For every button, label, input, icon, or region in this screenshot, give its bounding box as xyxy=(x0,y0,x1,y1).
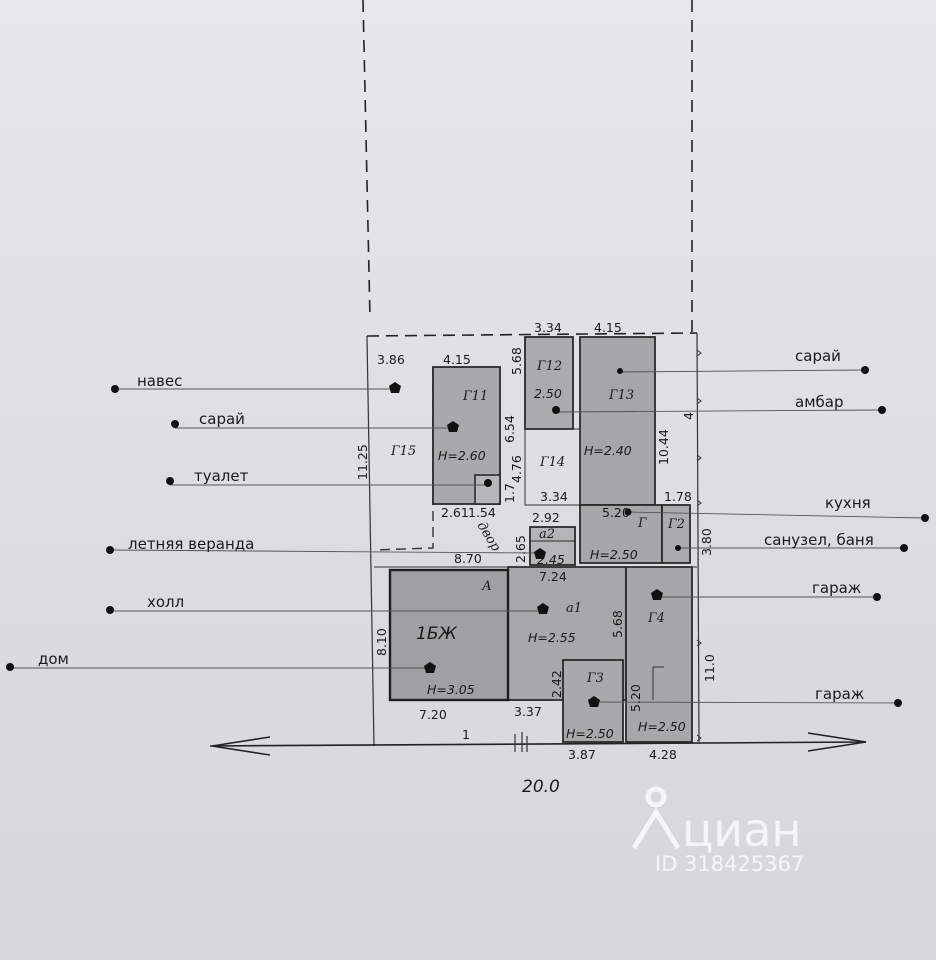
label-holl: холл xyxy=(147,593,184,611)
dim-724: 7.24 xyxy=(539,569,567,584)
dim-242: 2.42 xyxy=(549,670,564,698)
building-g12 xyxy=(524,336,574,430)
height-a2: 2.45 xyxy=(537,552,565,567)
label-tualet: туалет xyxy=(194,467,249,485)
axis-line xyxy=(209,741,867,747)
height-g: Н=2.50 xyxy=(590,547,638,562)
dim-380: 3.80 xyxy=(699,528,714,556)
lot-left-solid xyxy=(366,335,375,747)
code-g3: Г3 xyxy=(586,671,604,686)
label-sanuzel: санузел, баня xyxy=(764,531,874,549)
code-g15: Г15 xyxy=(390,444,416,459)
code-g12: Г12 xyxy=(536,359,562,374)
dim-520-top: 5.20 xyxy=(602,505,630,520)
dim-387: 3.87 xyxy=(568,747,596,762)
code-a: А xyxy=(481,579,492,594)
dim-4: 4 xyxy=(681,412,696,420)
code-a2: а2 xyxy=(539,527,555,542)
label-kuhnya: кухня xyxy=(825,494,871,512)
height-g3: Н=2.50 xyxy=(566,726,614,741)
dim-1: 1 xyxy=(462,727,470,742)
dim-568-top: 5.68 xyxy=(509,347,524,375)
leader-dots xyxy=(6,366,929,707)
dim-178: 1.78 xyxy=(664,489,692,504)
watermark-id: ID 318425367 xyxy=(655,852,804,876)
dim-337: 3.37 xyxy=(514,704,542,719)
kitchen-g xyxy=(579,504,663,564)
dim-870: 8.70 xyxy=(454,551,482,566)
code-g2: Г2 xyxy=(667,517,685,532)
label-garazh-1: гараж xyxy=(812,579,861,597)
dim-520: 5.20 xyxy=(628,684,643,712)
bath-g2 xyxy=(661,504,691,564)
toilet xyxy=(474,474,501,505)
label-ambar: амбар xyxy=(795,393,843,411)
dim-17: 1.7 xyxy=(502,483,517,503)
canopy-g15-outline xyxy=(373,367,434,551)
height-g4: Н=2.50 xyxy=(638,719,686,734)
label-dom: дом xyxy=(38,650,69,668)
label-garazh-2: гараж xyxy=(815,685,864,703)
label-saray-right: сарай xyxy=(795,347,841,365)
yard-g14 xyxy=(524,428,581,506)
dim-334-top: 3.34 xyxy=(534,320,562,335)
dim-334-mid: 3.34 xyxy=(540,489,568,504)
code-dvor: двор xyxy=(474,519,504,555)
cian-logo-icon xyxy=(631,786,681,850)
building-g13 xyxy=(579,336,656,506)
dim-total: 20.0 xyxy=(522,777,560,797)
cian-watermark: циан ID 318425367 xyxy=(631,786,804,876)
code-g: Г xyxy=(637,516,647,531)
code-g13: Г13 xyxy=(608,388,634,403)
dim-415: 4.15 xyxy=(443,352,471,367)
dim-720: 7.20 xyxy=(419,707,447,722)
dim-110: 11.0 xyxy=(702,654,717,682)
dim-292: 2.92 xyxy=(532,510,560,525)
height-g11: Н=2.60 xyxy=(438,448,486,463)
label-saray-left: сарай xyxy=(199,410,245,428)
dim-1125: 11.25 xyxy=(355,444,370,480)
dim-265: 2.65 xyxy=(513,535,528,563)
dim-428: 4.28 xyxy=(649,747,677,762)
dim-415-top: 4.15 xyxy=(594,320,622,335)
code-a1: а1 xyxy=(566,601,582,616)
lot-right-solid xyxy=(696,332,700,743)
height-a1: Н=2.55 xyxy=(528,630,576,645)
dim-568: 5.68 xyxy=(610,610,625,638)
height-bzh: Н=3.05 xyxy=(427,682,475,697)
code-g4: Г4 xyxy=(647,611,665,626)
dim-810: 8.10 xyxy=(374,628,389,656)
watermark-brand: циан xyxy=(682,803,801,857)
code-g14: Г14 xyxy=(539,455,565,470)
label-veranda: летняя веранда xyxy=(128,535,254,553)
lot-top-dashed xyxy=(366,332,698,337)
building-markers xyxy=(389,368,681,707)
leader-lines xyxy=(10,369,926,704)
lot-line-left xyxy=(362,0,371,319)
house-a xyxy=(388,568,510,702)
dim-654: 6.54 xyxy=(502,415,517,443)
dim-476: 4.76 xyxy=(509,455,524,483)
height-g13: Н=2.40 xyxy=(584,443,632,458)
height-g12: 2.50 xyxy=(534,386,562,401)
dim-1044: 10.44 xyxy=(656,429,671,465)
code-g11: Г11 xyxy=(462,389,488,404)
label-naves: навес xyxy=(137,372,182,390)
dim-154: 1.54 xyxy=(468,505,496,520)
code-bzh: 1БЖ xyxy=(416,624,457,644)
dim-386: 3.86 xyxy=(377,352,405,367)
dim-261: 2.61 xyxy=(441,505,469,520)
